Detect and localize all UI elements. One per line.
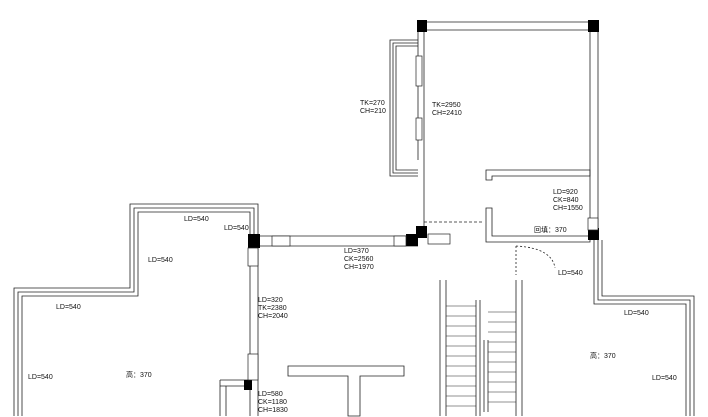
terrace-right-outline-3: [601, 240, 695, 416]
column: [588, 228, 599, 240]
label-ch1970: CH=1970: [344, 264, 374, 271]
column: [417, 20, 427, 32]
window: [247, 353, 259, 381]
lower-partition: [287, 365, 405, 417]
label-gao-left: 高：370: [126, 372, 152, 379]
label-ld320: LD=320: [258, 297, 283, 304]
stair-treads: [446, 305, 516, 407]
label-ch1830: CH=1830: [258, 407, 288, 414]
interior-partition: [485, 169, 591, 181]
window: [587, 217, 599, 231]
label-ch2040: CH=2040: [258, 313, 288, 320]
label-ld540-d: LD=540: [56, 304, 81, 311]
label-ch2410: CH=2410: [432, 110, 462, 117]
label-ld370: LD=370: [344, 248, 369, 255]
partition-lower: [485, 207, 591, 243]
label-ld920: LD=920: [553, 189, 578, 196]
balcony-outline-left-inner2: [395, 45, 418, 171]
label-ck840: CK=840: [553, 197, 579, 204]
lower-left-bump: [219, 379, 250, 416]
label-ld540-c: LD=540: [148, 257, 173, 264]
terrace-right-outline-2: [593, 240, 687, 416]
window: [247, 247, 259, 267]
label-gao-right: 高：370: [590, 353, 616, 360]
label-ck1180: CK=1180: [258, 399, 287, 406]
terrace-left-outline-2: [17, 207, 255, 416]
label-ld580: LD=580: [258, 391, 283, 398]
label-ch1550: CH=1550: [553, 205, 583, 212]
balcony-outline-left: [389, 39, 418, 177]
column: [244, 380, 252, 390]
label-ld540-e: LD=540: [28, 374, 53, 381]
door-swing: [515, 245, 556, 275]
column: [248, 234, 260, 248]
label-ld540-f: LD=540: [558, 270, 583, 277]
column: [416, 226, 427, 238]
window: [415, 117, 423, 141]
window: [271, 235, 291, 247]
label-tk2380: TK=2380: [258, 305, 287, 312]
terrace-right-outline: [597, 240, 691, 416]
window: [393, 235, 407, 247]
label-ld540-a: LD=540: [184, 216, 209, 223]
label-tk2950: TK=2950: [432, 102, 461, 109]
window: [415, 55, 423, 87]
stair-right-wall: [515, 280, 523, 416]
label-ld540-h: LD=540: [652, 375, 677, 382]
column: [406, 234, 418, 246]
stair-handrail: [483, 340, 489, 412]
label-tk270: TK=270: [360, 100, 385, 107]
stair-left-wall: [439, 280, 447, 416]
stair-landing: [475, 300, 481, 416]
terrace-left-outline: [13, 203, 259, 416]
label-ck2560: CK=2560: [344, 256, 374, 263]
label-ch210: CH=210: [360, 108, 386, 115]
door-jamb: [427, 233, 451, 245]
terrace-left-outline-3: [21, 211, 251, 416]
label-ld540-b: LD=540: [224, 225, 249, 232]
balcony-outline-left-inner: [392, 42, 418, 174]
column: [588, 20, 599, 32]
structural-columns: [244, 20, 599, 390]
label-ld540-g: LD=540: [624, 310, 649, 317]
label-huitian: 回填：370: [534, 227, 567, 234]
